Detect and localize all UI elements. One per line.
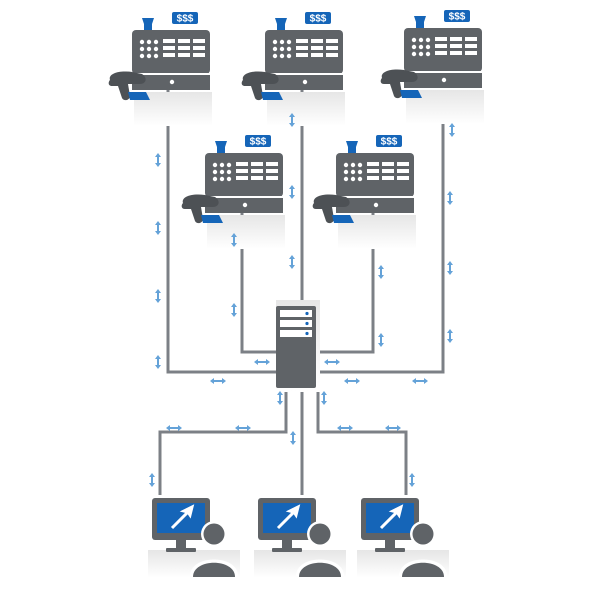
pos-register-top-center: $$$ bbox=[241, 12, 345, 126]
double-arrow-icon bbox=[337, 425, 353, 431]
wire-register-middle-left bbox=[240, 208, 278, 354]
double-arrow-icon bbox=[447, 191, 453, 205]
svg-text:$$$: $$$ bbox=[177, 14, 194, 25]
svg-text:$$$: $$$ bbox=[381, 137, 398, 148]
double-arrow-icon bbox=[324, 359, 340, 365]
wire-register-top-left bbox=[166, 82, 278, 374]
double-arrow-icon bbox=[210, 378, 226, 384]
server-drive-bays bbox=[280, 310, 312, 337]
double-arrow-icon bbox=[155, 153, 161, 167]
double-arrow-icon bbox=[447, 261, 453, 275]
wire-register-top-right bbox=[315, 92, 445, 374]
double-arrow-icon bbox=[449, 123, 455, 137]
double-arrow-icon bbox=[231, 303, 237, 317]
double-arrow-icon bbox=[447, 329, 453, 343]
wire-register-middle-right bbox=[315, 210, 375, 354]
double-arrow-icon bbox=[344, 378, 360, 384]
pos-register-middle-left: $$$ bbox=[181, 135, 285, 249]
double-arrow-icon bbox=[155, 221, 161, 235]
double-arrow-icon bbox=[409, 473, 415, 487]
workstation-left bbox=[146, 496, 242, 580]
double-arrow-icon bbox=[412, 378, 428, 384]
double-arrow-icon bbox=[289, 185, 295, 199]
workstation-right bbox=[355, 496, 451, 580]
double-arrow-icon bbox=[321, 391, 327, 405]
svg-text:$$$: $$$ bbox=[449, 12, 466, 23]
double-arrow-icon bbox=[385, 425, 401, 431]
pos-register-middle-right: $$$ bbox=[312, 135, 416, 249]
double-arrow-icon bbox=[155, 355, 161, 369]
workstation-center bbox=[252, 496, 348, 580]
central-server-icon bbox=[276, 300, 320, 392]
double-arrow-icon bbox=[155, 289, 161, 303]
wire-workstation-left bbox=[158, 388, 288, 495]
pos-register-top-left: $$$ bbox=[108, 12, 212, 126]
double-arrow-icon bbox=[235, 425, 251, 431]
double-arrow-icon bbox=[289, 255, 295, 269]
double-arrow-icon bbox=[254, 359, 270, 365]
double-arrow-icon bbox=[290, 431, 296, 445]
svg-text:$$$: $$$ bbox=[250, 137, 267, 148]
double-arrow-icon bbox=[149, 473, 155, 487]
wire-workstation-right bbox=[316, 388, 408, 495]
double-arrow-icon bbox=[277, 391, 283, 405]
double-arrow-icon bbox=[378, 265, 384, 279]
double-arrow-icon bbox=[166, 425, 182, 431]
svg-text:$$$: $$$ bbox=[310, 14, 327, 25]
pos-register-top-right: $$$ bbox=[380, 10, 484, 124]
double-arrow-icon bbox=[378, 333, 384, 347]
